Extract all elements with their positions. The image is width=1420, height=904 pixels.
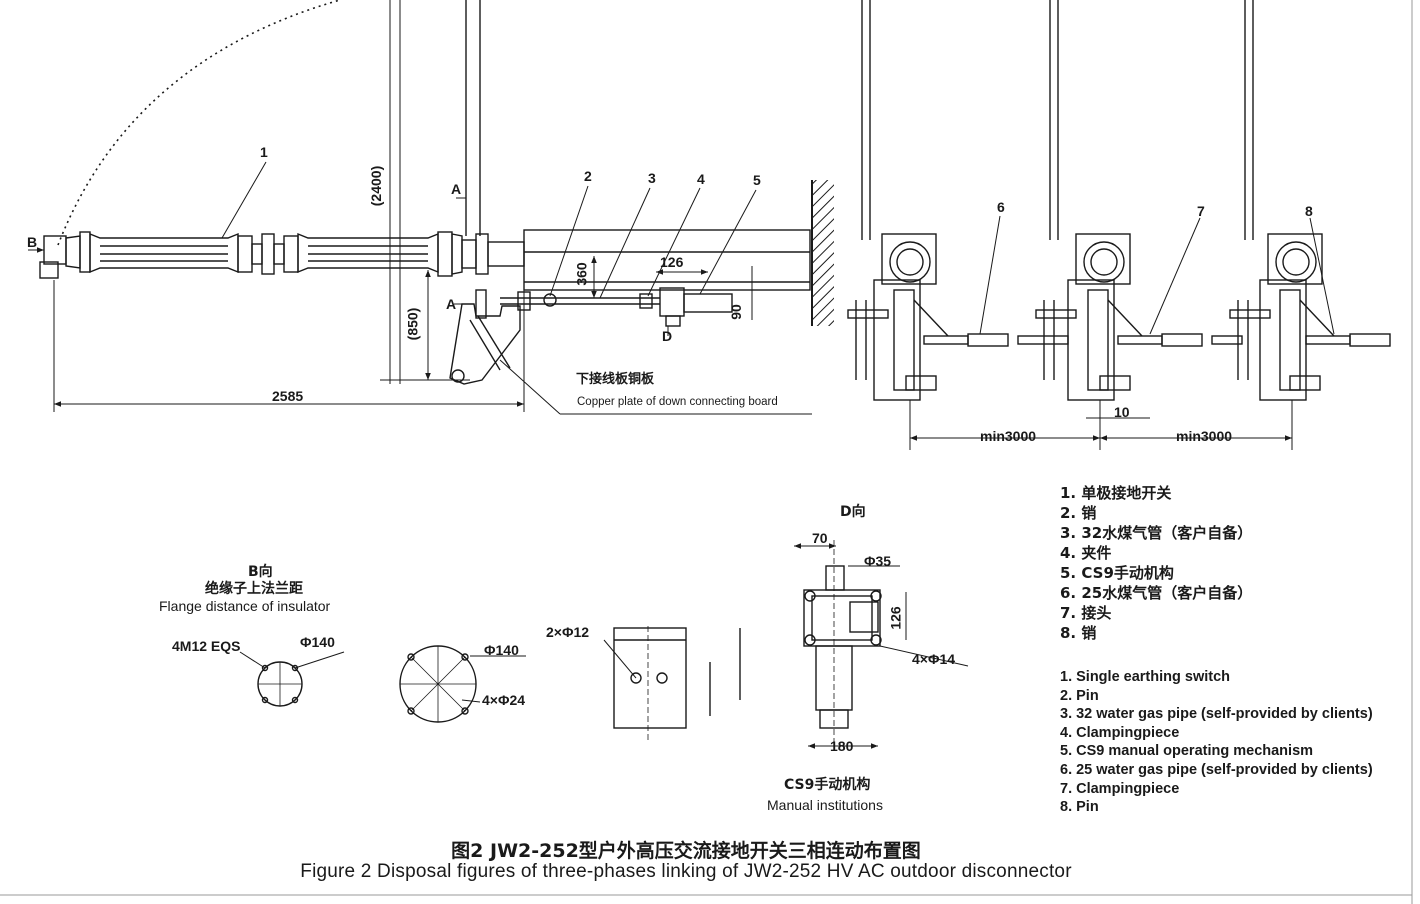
phase-unit-1 [847,0,949,401]
view-b-title: B向 [248,564,273,580]
section-arrow-a-top: A [451,181,462,197]
legend-cn-item: 3. 32水煤气管（客户自备） [1060,524,1253,542]
legend-en-item: 7. Clampingpiece [1060,780,1180,797]
view-b-cn: 绝缘子上法兰距 [205,581,303,597]
dim-126-side: 126 [887,606,904,630]
part-number-1: 1 [260,144,268,160]
view-arrow-d: D [662,328,673,344]
dimension-lines [28,197,1293,450]
part-number-5: 5 [753,172,761,188]
dim-phi140-large: Φ140 [484,642,519,658]
figure-caption-en: Figure 2 Disposal figures of three-phase… [300,861,1072,882]
legend-cn-item: 1. 单极接地开关 [1060,484,1172,502]
view-b-en: Flange distance of insulator [159,598,331,614]
lower-linkage [449,289,521,385]
dim-10: 10 [1114,404,1130,420]
legend-cn-item: 5. CS9手动机构 [1060,564,1174,582]
view-b-flange [239,645,526,723]
pipe-linkage [500,287,733,327]
legend-en: 1. Single earthing switch 2. Pin 3. 32 w… [1060,668,1373,817]
phase-unit-3 [1229,0,1335,401]
phase-unit-2 [1035,0,1143,401]
part-number-7: 7 [1197,203,1205,219]
dim-360: 360 [573,262,590,286]
clamp-bracket [603,626,741,740]
dim-phi35: Φ35 [864,553,892,569]
legend-cn-item: 4. 夹件 [1060,544,1112,562]
copper-plate-label-en: Copper plate of down connecting board [577,396,778,408]
legend-cn-item: 2. 销 [1060,504,1097,522]
phase-connecting-pipes [923,333,1391,347]
view-d-title: D向 [840,504,866,520]
dim-phi140-small: Φ140 [300,634,335,650]
swing-arc [57,0,341,246]
dim-2585: 2585 [272,388,304,404]
dim-4xphi24: 4×Φ24 [482,692,526,708]
dim-4xphi14: 4×Φ14 [912,651,956,667]
earthing-switch-arm [39,231,525,279]
support-beam [523,229,811,291]
legend-cn-item: 8. 销 [1060,624,1097,642]
part-number-4: 4 [697,171,705,187]
dim-2xphi12: 2×Φ12 [546,624,590,640]
view-d-mechanism [794,540,969,749]
legend-en-item: 8. Pin [1060,799,1099,816]
legend-en-item: 6. 25 water gas pipe (self-provided by c… [1060,761,1373,778]
legend-en-item: 2. Pin [1060,687,1099,704]
view-arrow-b: B [27,234,38,250]
dim-850: (850) [404,307,421,341]
legend-cn-item: 7. 接头 [1060,604,1112,622]
view-d-en: Manual institutions [767,797,883,813]
figure-caption-cn: 图2 JW2-252型户外高压交流接地开关三相连动布置图 [451,840,921,862]
legend-cn-item: 6. 25水煤气管（客户自备） [1060,584,1253,602]
dim-126-top: 126 [660,254,684,270]
dim-180: 180 [830,738,854,754]
dim-70: 70 [812,530,828,546]
legend-en-item: 1. Single earthing switch [1060,669,1231,685]
legend-en-item: 3. 32 water gas pipe (self-provided by c… [1060,706,1373,723]
part-number-2: 2 [584,168,592,184]
dim-2400: (2400) [368,165,385,207]
dim-min3000-left: min3000 [980,428,1037,444]
part-number-3: 3 [648,170,656,186]
part-leaders [221,161,1335,335]
legend-cn: 1. 单极接地开关 2. 销 3. 32水煤气管（客户自备） 4. 夹件 5. … [1060,483,1252,643]
part-number-8: 8 [1305,203,1313,219]
copper-plate-label-cn: 下接线板铜板 [576,372,655,387]
dim-min3000-right: min3000 [1176,428,1233,444]
view-d-cn: CS9手动机构 [784,777,871,793]
wall-hatch [812,180,834,326]
legend-en-item: 4. Clampingpiece [1060,724,1180,741]
legend-en-item: 5. CS9 manual operating mechanism [1060,743,1314,760]
dim-4m12: 4M12 EQS [172,638,241,654]
dim-90: 90 [727,304,744,320]
part-number-6: 6 [997,199,1005,215]
section-arrow-a-bottom: A [446,296,457,312]
